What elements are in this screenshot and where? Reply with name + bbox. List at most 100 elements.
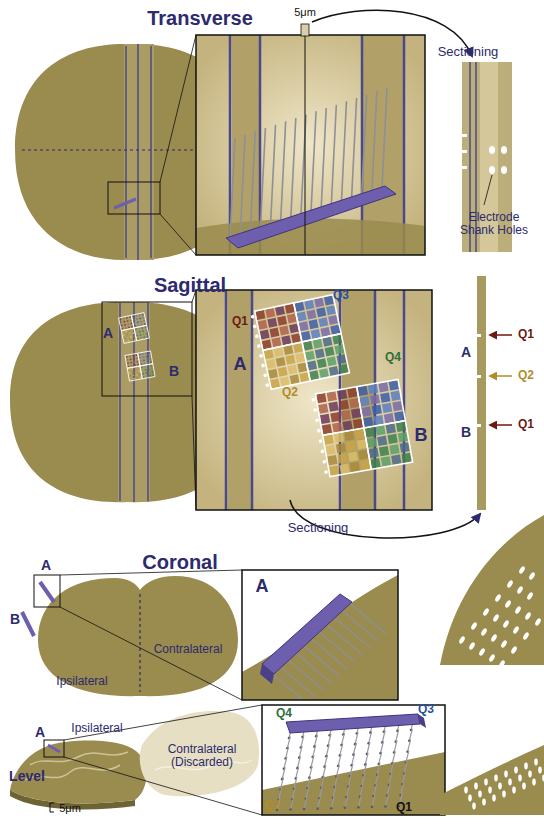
level-panel bbox=[10, 705, 544, 815]
electrode-shank bbox=[284, 656, 324, 690]
grid-site bbox=[138, 328, 140, 330]
shank-hole bbox=[501, 146, 507, 154]
shank-hole bbox=[498, 783, 502, 790]
grid-site bbox=[387, 434, 397, 444]
electrode-grids bbox=[119, 313, 155, 381]
grid-site bbox=[124, 341, 126, 343]
electrode-shank bbox=[392, 751, 395, 763]
grid-site bbox=[136, 377, 138, 379]
electrode-shank bbox=[304, 797, 307, 809]
electrode-shank bbox=[362, 774, 365, 786]
grid-site bbox=[145, 372, 147, 374]
electrode-shank bbox=[402, 772, 405, 784]
electrode-shank bbox=[358, 795, 361, 807]
grid-site bbox=[322, 424, 332, 434]
electrode-shank bbox=[363, 763, 366, 775]
grid-site bbox=[313, 339, 323, 349]
quadrant-border bbox=[357, 379, 406, 428]
shank-hole bbox=[526, 591, 534, 600]
grid-site bbox=[127, 362, 129, 364]
section-line bbox=[403, 35, 406, 255]
shank-hole bbox=[522, 783, 526, 790]
electrode-shank bbox=[230, 138, 235, 238]
section-line bbox=[125, 46, 127, 258]
electrode-shank bbox=[372, 91, 377, 191]
grid-site bbox=[136, 374, 138, 376]
grid-site bbox=[295, 353, 305, 363]
grid-site bbox=[142, 314, 144, 316]
tissue-section bbox=[440, 515, 544, 665]
grid-site bbox=[309, 319, 319, 329]
grid-site bbox=[126, 359, 128, 361]
shank-hole bbox=[482, 799, 486, 806]
shank-hole bbox=[538, 767, 542, 774]
process-label: Sectioning bbox=[288, 521, 349, 535]
grid-site bbox=[327, 356, 337, 366]
grid-site bbox=[270, 379, 280, 389]
grid-site bbox=[127, 320, 129, 322]
shank-hole bbox=[504, 771, 508, 778]
grid-site bbox=[370, 458, 380, 468]
grid-quadrant bbox=[365, 422, 412, 469]
electrode-shank bbox=[296, 767, 299, 779]
grid-site bbox=[329, 465, 339, 475]
grid-site bbox=[132, 374, 134, 376]
grid-site bbox=[121, 325, 123, 327]
grid-site bbox=[377, 436, 387, 446]
grid-site bbox=[126, 317, 128, 319]
grid-site bbox=[134, 322, 136, 324]
section-line bbox=[403, 290, 406, 510]
grid-site bbox=[288, 365, 298, 375]
grid-site bbox=[135, 315, 137, 317]
shank-holes bbox=[458, 565, 542, 668]
grid-site bbox=[152, 371, 154, 373]
zoom-box bbox=[44, 740, 64, 757]
electrode-shank bbox=[303, 808, 306, 811]
grid-site bbox=[135, 371, 137, 373]
grid-site bbox=[136, 331, 138, 333]
shank-hole bbox=[506, 579, 514, 588]
grid-site bbox=[342, 420, 352, 430]
grid-site bbox=[351, 408, 361, 418]
grid-site bbox=[132, 332, 134, 334]
array-label: A bbox=[35, 725, 45, 740]
transverse-panel bbox=[15, 10, 512, 260]
edge-marker bbox=[324, 470, 328, 474]
brain-surface bbox=[262, 752, 445, 815]
grid-site bbox=[139, 317, 141, 319]
electrode-array bbox=[40, 582, 54, 602]
grid-quadrant bbox=[120, 316, 134, 330]
shank-hole bbox=[468, 641, 476, 650]
grid-site bbox=[287, 314, 297, 324]
grid-site bbox=[139, 331, 141, 333]
edge-marker bbox=[259, 354, 263, 358]
grid-site bbox=[140, 321, 142, 323]
shank-hole bbox=[522, 631, 530, 640]
grid-site bbox=[386, 423, 396, 433]
shank-hole bbox=[464, 787, 468, 794]
electrode-shank bbox=[321, 108, 326, 208]
quadrant-label: Q1 bbox=[396, 801, 412, 814]
electrode-shank bbox=[345, 796, 348, 808]
grid-site bbox=[149, 358, 151, 360]
electrode-shank bbox=[276, 663, 316, 697]
inset-background bbox=[196, 290, 432, 510]
grid-site bbox=[396, 422, 406, 432]
quadrant-label: Q1 bbox=[518, 328, 534, 341]
grid-site bbox=[380, 392, 390, 402]
electrode-shank bbox=[291, 798, 294, 810]
electrode-shank bbox=[280, 777, 283, 789]
electrode-shank bbox=[384, 794, 388, 807]
electrode-shank bbox=[315, 628, 355, 662]
edge-marker bbox=[313, 408, 317, 412]
grid-site bbox=[360, 460, 370, 470]
grid-site bbox=[285, 304, 295, 314]
shank-hole bbox=[524, 611, 532, 620]
grid-site bbox=[267, 318, 277, 328]
electrode-shank bbox=[292, 787, 295, 799]
array-label: A bbox=[103, 326, 113, 341]
section-notch bbox=[462, 134, 467, 137]
inset-background bbox=[262, 705, 445, 815]
cut-plane bbox=[305, 35, 306, 255]
